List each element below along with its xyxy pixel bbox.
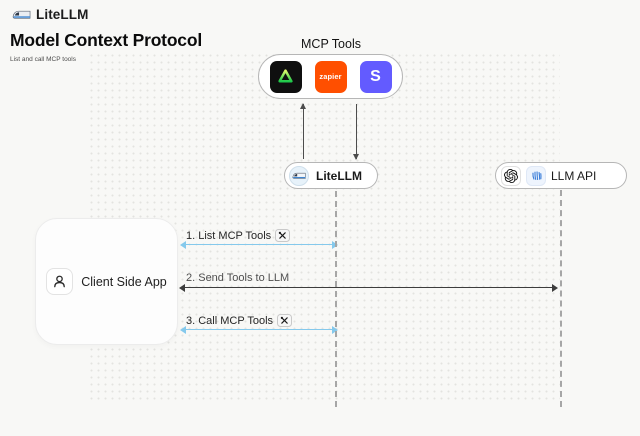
client-side-app-label: Client Side App bbox=[81, 274, 167, 289]
hammer-wrench-icon bbox=[275, 229, 291, 242]
litellm-lifeline bbox=[335, 191, 337, 407]
llm-api-node: LLM API bbox=[495, 162, 627, 189]
message-2-label: 2. Send Tools to LLM bbox=[186, 272, 290, 284]
llm-api-node-label: LLM API bbox=[551, 168, 597, 183]
mcp-tools-label: MCP Tools bbox=[301, 37, 361, 51]
train-icon bbox=[12, 10, 31, 19]
zapier-label: zapier bbox=[319, 72, 342, 81]
litellm-train-icon bbox=[289, 165, 309, 186]
brand-name: LiteLLM bbox=[36, 7, 89, 22]
client-side-app-node: Client Side App bbox=[35, 218, 178, 345]
mcp-tools-node: zapier S bbox=[258, 54, 403, 99]
gumloop-icon bbox=[269, 60, 302, 93]
page-subtitle: List and call MCP tools bbox=[10, 56, 76, 63]
hammer-wrench-icon bbox=[277, 314, 293, 327]
llm-api-lifeline bbox=[560, 190, 562, 407]
user-icon bbox=[46, 268, 74, 295]
arrow-mcp-to-litellm bbox=[352, 104, 359, 160]
message-1-label: 1. List MCP Tools bbox=[186, 229, 272, 242]
llm-provider-icon bbox=[526, 165, 546, 186]
message-2: 2. Send Tools to LLM bbox=[186, 272, 289, 284]
stripe-label: S bbox=[370, 67, 381, 85]
litellm-node-label: LiteLLM bbox=[316, 168, 362, 183]
message-3: 3. Call MCP Tools bbox=[186, 314, 293, 327]
litellm-node: LiteLLM bbox=[284, 162, 378, 189]
message-3-label: 3. Call MCP Tools bbox=[186, 314, 274, 327]
zapier-icon: zapier bbox=[314, 60, 347, 93]
arrow-litellm-to-mcp bbox=[299, 103, 306, 159]
message-1: 1. List MCP Tools bbox=[186, 229, 291, 242]
openai-icon bbox=[501, 165, 521, 186]
litellm-logo: LiteLLM bbox=[12, 7, 88, 22]
stripe-icon: S bbox=[359, 60, 392, 93]
page-title: Model Context Protocol bbox=[10, 30, 202, 50]
